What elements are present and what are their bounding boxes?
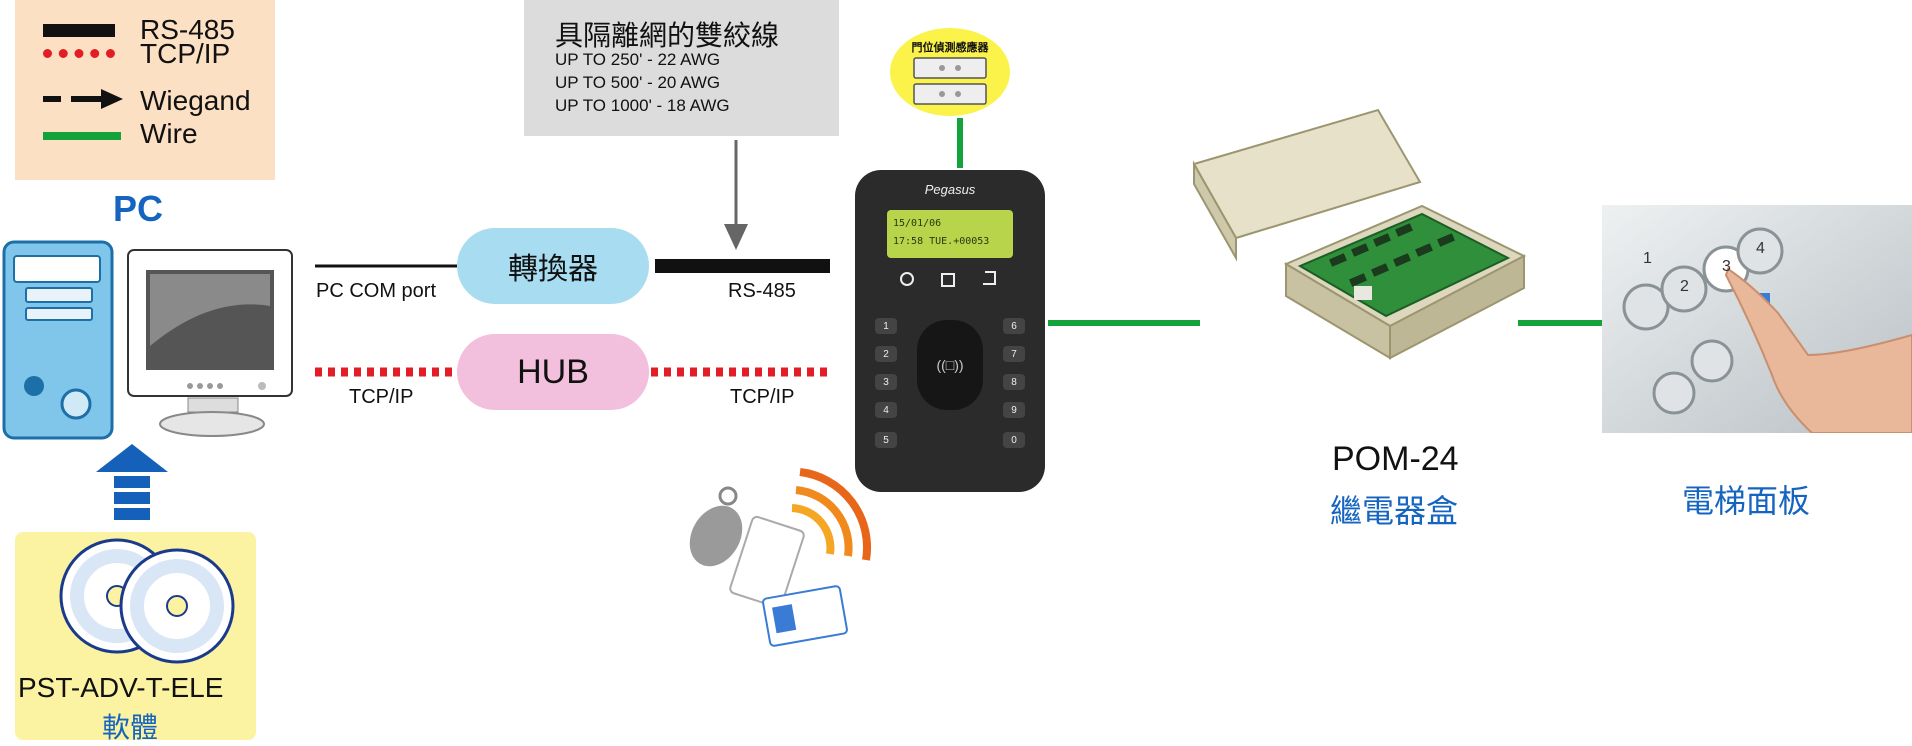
cable-spec-line: UP TO 250' - 22 AWG bbox=[555, 50, 721, 69]
rfid-credentials-icon bbox=[689, 468, 872, 647]
elevator-button-label-1: 1 bbox=[1643, 250, 1652, 267]
cable-spec-box bbox=[524, 0, 839, 136]
keypad-key[interactable]: 8 bbox=[1003, 374, 1025, 390]
elevator-button-2 bbox=[1660, 265, 1708, 313]
legend-label-wiegand: Wiegand bbox=[140, 85, 251, 116]
software-box bbox=[15, 532, 256, 740]
lcd-line-1: 15/01/06 bbox=[893, 218, 942, 229]
cable-spec-line: UP TO 500' - 20 AWG bbox=[555, 73, 721, 92]
elevator-button-label-3: 3 bbox=[1722, 258, 1731, 275]
legend-swatch-rs485 bbox=[43, 13, 115, 47]
keypad-key[interactable]: 1 bbox=[875, 318, 897, 334]
keypad-key[interactable]: 9 bbox=[1003, 402, 1025, 418]
relay-model-name: POM-24 bbox=[1332, 440, 1459, 478]
legend: RS-485 TCP/IP Wiegand Wire bbox=[15, 0, 275, 180]
elevator-button-1 bbox=[1622, 283, 1670, 331]
keypad-key[interactable]: 2 bbox=[875, 346, 897, 362]
door-sensor-title: 門位偵測感應器 bbox=[911, 42, 989, 54]
elevator-button-4 bbox=[1736, 227, 1784, 275]
software-disc-icon bbox=[59, 538, 235, 664]
cable-spec-line: UP TO 1000' - 18 AWG bbox=[555, 96, 730, 115]
relay-box-icon bbox=[1192, 108, 1527, 360]
tcpip-left-label: TCP/IP bbox=[349, 386, 414, 408]
keypad-key[interactable]: 0 bbox=[1003, 432, 1025, 448]
hub-bubble: HUB bbox=[457, 334, 649, 410]
pc-title: PC bbox=[113, 188, 164, 229]
relay-box-label: 繼電器盒 bbox=[1330, 493, 1459, 529]
reader-lcd: 15/01/06 17:58 TUE.+00053 bbox=[887, 210, 1013, 258]
elevator-button-label-2: 2 bbox=[1680, 278, 1689, 295]
door-sensor-bubble: 門位偵測感應器 bbox=[890, 28, 1010, 116]
legend-label-wire: Wire bbox=[140, 118, 198, 149]
elevator-panel-image bbox=[1602, 205, 1912, 433]
keypad-key[interactable]: 6 bbox=[1003, 318, 1025, 334]
legend-swatch-wiegand bbox=[43, 82, 123, 116]
dashed-arrow-icon bbox=[43, 89, 123, 109]
elevator-button-label-4: 4 bbox=[1756, 240, 1765, 257]
reader-function-keys bbox=[900, 271, 996, 287]
keypad-key[interactable]: 3 bbox=[875, 374, 897, 390]
lcd-line-2: 17:58 TUE.+00053 bbox=[893, 236, 990, 247]
cable-spec-title: 具隔離網的雙絞線 bbox=[555, 20, 780, 51]
pc-computer-icon bbox=[2, 240, 293, 440]
rf-reader-icon: ((□)) bbox=[917, 320, 983, 410]
elevator-panel-label: 電梯面板 bbox=[1682, 483, 1811, 519]
legend-label-tcpip: TCP/IP bbox=[140, 38, 231, 69]
upload-arrow-icon bbox=[96, 444, 168, 520]
converter-bubble: 轉換器 bbox=[457, 228, 649, 304]
tcpip-right-label: TCP/IP bbox=[730, 386, 795, 408]
legend-label-rs485: RS-485 bbox=[140, 14, 235, 45]
pc-com-port-label: PC COM port bbox=[316, 280, 437, 302]
software-name: PST-ADV-T-ELE bbox=[18, 672, 224, 703]
legend-swatch-wire bbox=[43, 119, 121, 153]
keypad-key[interactable]: 5 bbox=[875, 432, 897, 448]
software-sub: 軟體 bbox=[102, 712, 159, 743]
keypad-key[interactable]: 7 bbox=[1003, 346, 1025, 362]
door-sensor-icon bbox=[913, 57, 987, 105]
rs485-label: RS-485 bbox=[728, 280, 796, 302]
legend-swatch-tcpip bbox=[43, 36, 115, 70]
card-reader-device: Pegasus 15/01/06 17:58 TUE.+00053 ((□)) … bbox=[855, 170, 1045, 492]
reader-brand: Pegasus bbox=[924, 182, 976, 197]
keypad-key[interactable]: 4 bbox=[875, 402, 897, 418]
